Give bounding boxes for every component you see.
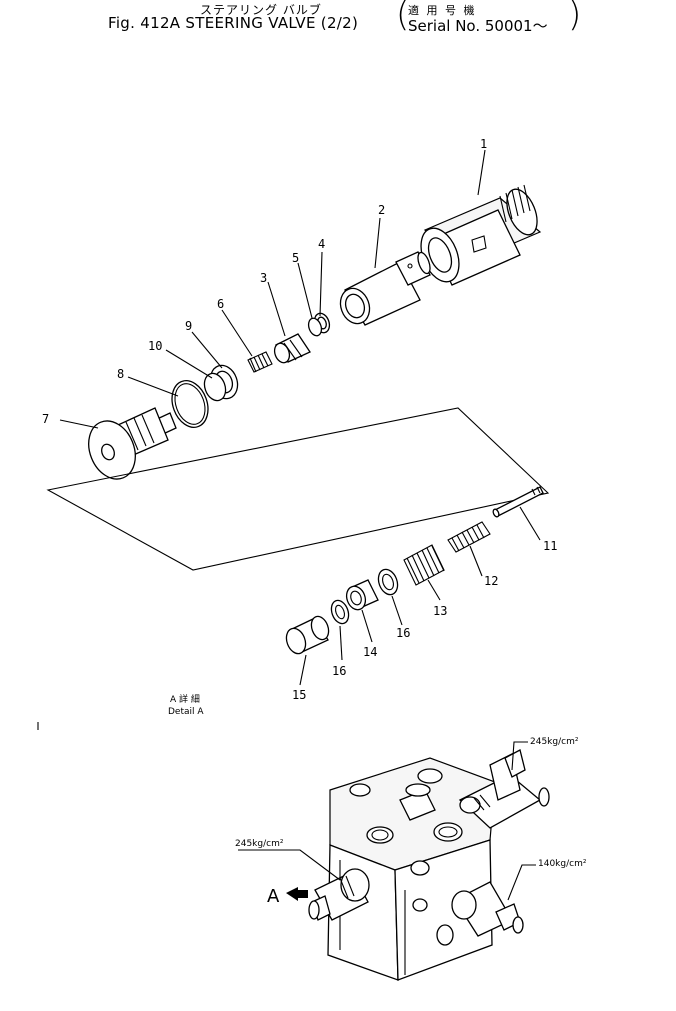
callout-10: 10 [148,339,162,353]
relief-valve-left [308,868,370,921]
part-2-sleeve [339,251,431,326]
part-6-spring [247,351,273,373]
detail-a-frame [46,407,550,571]
part-11-pin [492,486,544,518]
part-16-washer-upper [377,568,399,596]
serial-number: Serial No. 50001～ [408,17,548,35]
part-7-plug [88,407,177,480]
part-4-5-rings [307,312,331,337]
callout-numbers: 1 2 3 4 5 6 7 8 9 10 11 12 13 14 15 16 1… [42,137,557,702]
detail-caption-japanese: A 詳 細 [170,693,200,705]
part-3-poppet [273,333,311,364]
part-15-cap-nut [285,615,330,655]
callout-2: 2 [378,203,385,217]
figure-title: Fig. 412A STEERING VALVE (2/2) [108,14,359,32]
callout-8: 8 [117,367,124,381]
callout-15: 15 [292,688,306,702]
part-14-nut [345,579,379,611]
callout-7: 7 [42,412,49,426]
callout-11: 11 [543,539,557,553]
callout-9: 9 [185,319,192,333]
part-9-10-rings [203,364,239,402]
callout-16-lower: 16 [332,664,346,678]
relief-valve-right [451,881,524,937]
part-1-housing [420,184,542,286]
callout-4: 4 [318,237,325,251]
callout-13: 13 [433,604,447,618]
callout-12: 12 [484,574,498,588]
callout-16-upper: 16 [396,626,410,640]
pressure-left: 245kg/cm² [235,839,284,849]
callout-14: 14 [363,645,377,659]
part-12-spring [447,521,491,553]
part-8-o-ring [171,380,209,428]
paren-close: ) [568,0,582,35]
detail-caption: Detail A [168,707,204,717]
leader-lines [59,149,541,686]
callout-6: 6 [217,297,224,311]
view-arrow-a: A [267,886,308,907]
serial-label-japanese: 適 用 号 機 [408,4,477,17]
pressure-right: 140kg/cm² [538,859,587,869]
part-16-washer-lower [330,599,350,625]
callout-5: 5 [292,251,299,265]
title-japanese: ステアリング バルブ [200,3,322,17]
part-13-spring [403,544,445,586]
paren-open: ( [396,0,410,35]
view-marker-a: A [267,886,280,907]
pressure-leaders [238,741,536,901]
pressure-top-right: 245kg/cm² [530,737,579,747]
callout-1: 1 [480,137,487,151]
callout-3: 3 [260,271,267,285]
